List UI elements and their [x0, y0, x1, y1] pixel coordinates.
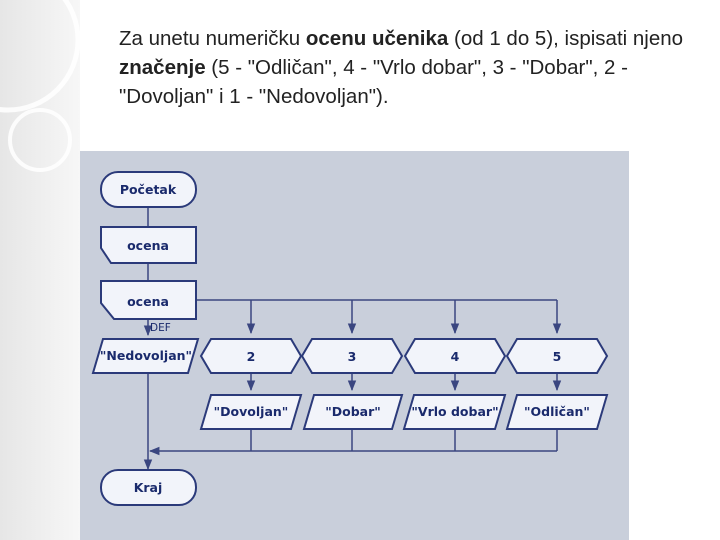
left-decor-strip: [0, 0, 80, 540]
task-text-bold-2: značenje: [119, 56, 206, 79]
start-label: Početak: [120, 182, 177, 197]
default-output-block: [91, 338, 200, 374]
start-terminal: [100, 171, 197, 208]
output-2-label: "Dovoljan": [214, 404, 289, 419]
flowchart: Početak ocena ocena DEF "Nedovoljan" 2 3…: [91, 171, 609, 506]
input-block: [100, 226, 197, 264]
output-5-label: "Odličan": [524, 404, 590, 419]
case-2-value: 2: [247, 349, 256, 364]
input-label: ocena: [127, 238, 169, 253]
case-4-value: 4: [451, 349, 460, 364]
case-5-value: 5: [553, 349, 562, 364]
case-2-block: [199, 338, 303, 374]
output-2-block: [199, 394, 303, 430]
switch-block: [100, 280, 197, 320]
switch-label: ocena: [127, 294, 169, 309]
case-4-block: [403, 338, 507, 374]
task-description: Za unetu numeričku ocenu učenika (od 1 d…: [119, 24, 709, 111]
output-5-block: [505, 394, 609, 430]
output-4-block: [402, 394, 507, 430]
default-case-label: DEF: [150, 322, 171, 334]
case-5-block: [505, 338, 609, 374]
output-3-label: "Dobar": [325, 404, 381, 419]
task-text-part-2: (od 1 do 5), ispisati njeno: [448, 27, 684, 50]
decorative-circles: [0, 0, 81, 172]
case-3-value: 3: [348, 349, 357, 364]
end-label: Kraj: [134, 480, 163, 495]
end-terminal: [100, 469, 197, 506]
task-text-part-3: (5 - "Odličan", 4 - "Vrlo dobar", 3 - "D…: [119, 56, 628, 108]
task-text-part-1: Za unetu numeričku: [119, 27, 306, 50]
case-3-block: [300, 338, 404, 374]
output-3-block: [302, 394, 404, 430]
task-text-bold-1: ocenu učenika: [305, 27, 449, 50]
output-4-label: "Vrlo dobar": [411, 404, 498, 419]
default-output-label: "Nedovoljan": [100, 348, 192, 363]
